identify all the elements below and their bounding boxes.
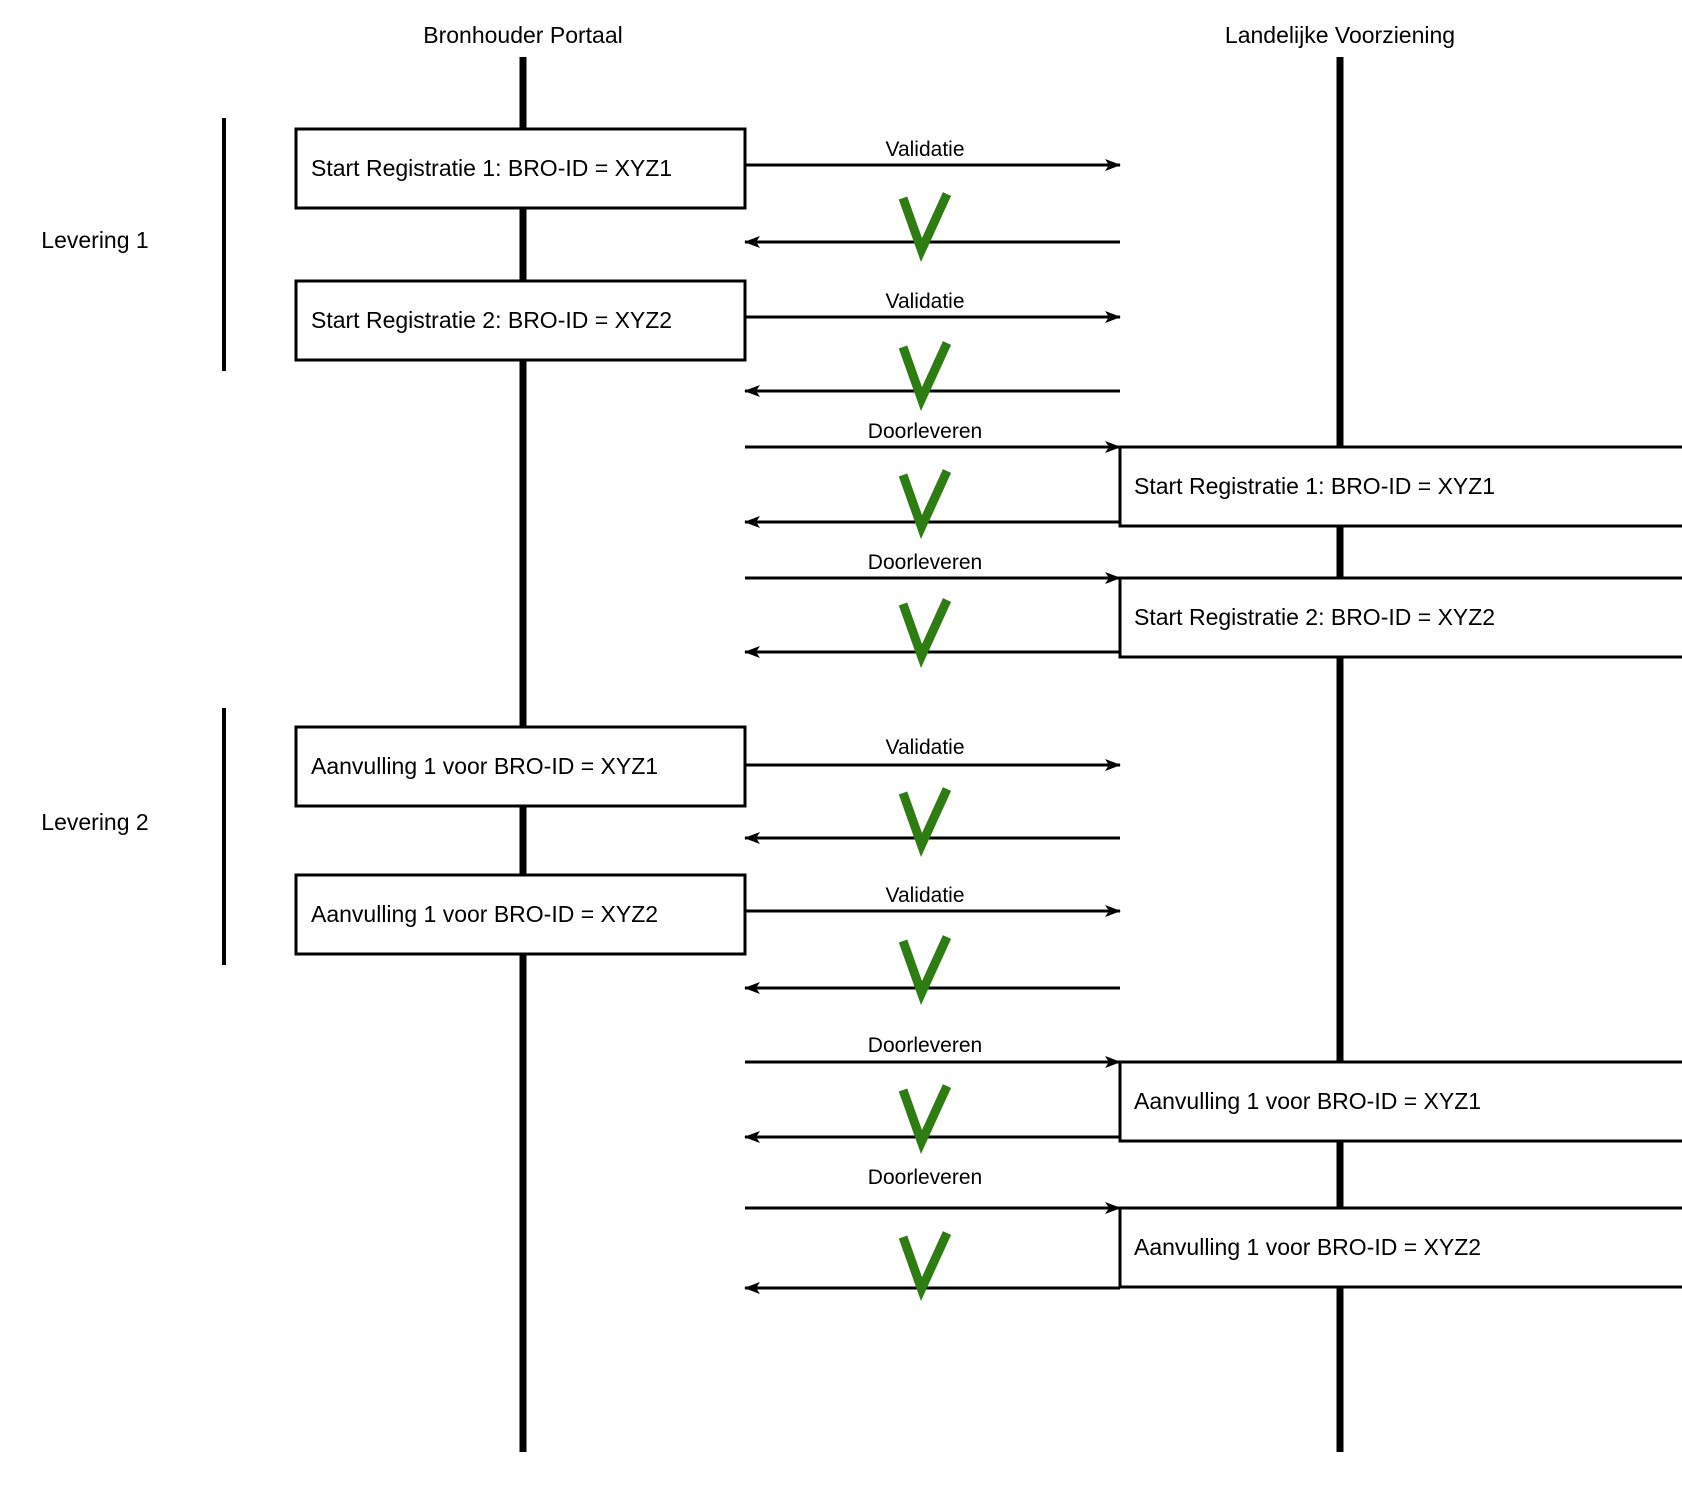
lane-title-bronhouder: Bronhouder Portaal: [423, 22, 622, 48]
group-brackets: Levering 1 Levering 2: [41, 118, 226, 965]
message-box-right-box-4[interactable]: Aanvulling 1 voor BRO-ID = XYZ2: [1118, 1206, 1682, 1289]
box-label: Start Registratie 1: BRO-ID = XYZ1: [1134, 473, 1495, 499]
validation-check-icon: [898, 935, 952, 1005]
box-label: Start Registratie 2: BRO-ID = XYZ2: [311, 307, 672, 333]
message-box-left-box-4[interactable]: Aanvulling 1 voor BRO-ID = XYZ2: [294, 873, 747, 956]
validation-check-icon: [898, 1084, 952, 1154]
message-box-left-box-2[interactable]: Start Registratie 2: BRO-ID = XYZ2: [294, 279, 747, 362]
message-box-right-box-1[interactable]: Start Registratie 1: BRO-ID = XYZ1: [1118, 445, 1682, 528]
box-label: Start Registratie 2: BRO-ID = XYZ2: [1134, 604, 1495, 630]
validation-check-icon: [898, 598, 952, 668]
box-outline: [1118, 445, 1682, 528]
validation-check-icon: [898, 1231, 952, 1301]
message-box-left-box-3[interactable]: Aanvulling 1 voor BRO-ID = XYZ1: [294, 725, 747, 808]
validation-check-icon: [898, 787, 952, 857]
message-label-msg-8-request: Doorleveren: [868, 1166, 982, 1189]
messages-layer: ValidatieValidatieDoorleverenDoorleveren…: [744, 138, 1121, 1294]
validation-check-icon: [898, 192, 952, 262]
message-label-msg-4-request: Doorleveren: [868, 551, 982, 574]
message-box-right-box-2[interactable]: Start Registratie 2: BRO-ID = XYZ2: [1118, 576, 1682, 659]
box-outline: [1118, 1206, 1682, 1289]
box-outline: [294, 725, 747, 808]
box-label: Aanvulling 1 voor BRO-ID = XYZ1: [311, 753, 658, 779]
box-label: Start Registratie 1: BRO-ID = XYZ1: [311, 155, 672, 181]
message-label-msg-6-request: Validatie: [886, 884, 965, 907]
box-outline: [294, 127, 747, 210]
box-label: Aanvulling 1 voor BRO-ID = XYZ1: [1134, 1088, 1481, 1114]
message-label-msg-1-request: Validatie: [886, 138, 965, 161]
box-outline: [1118, 1060, 1682, 1143]
group-label-levering-1: Levering 1: [41, 227, 148, 253]
lane-title-landelijke: Landelijke Voorziening: [1225, 22, 1455, 48]
validation-check-icon: [898, 469, 952, 539]
box-outline: [294, 279, 747, 362]
checkmarks-layer: [898, 192, 952, 1301]
message-boxes-layer: Start Registratie 1: BRO-ID = XYZ1Start …: [294, 127, 1682, 1289]
message-label-msg-2-request: Validatie: [886, 290, 965, 313]
group-label-levering-2: Levering 2: [41, 809, 148, 835]
lane-titles-group: Bronhouder Portaal Landelijke Voorziening: [423, 22, 1455, 48]
box-outline: [294, 873, 747, 956]
message-label-msg-5-request: Validatie: [886, 736, 965, 759]
box-outline: [1118, 576, 1682, 659]
validation-check-icon: [898, 341, 952, 411]
message-box-right-box-3[interactable]: Aanvulling 1 voor BRO-ID = XYZ1: [1118, 1060, 1682, 1143]
message-label-msg-7-request: Doorleveren: [868, 1034, 982, 1057]
message-box-left-box-1[interactable]: Start Registratie 1: BRO-ID = XYZ1: [294, 127, 747, 210]
box-label: Aanvulling 1 voor BRO-ID = XYZ2: [1134, 1234, 1481, 1260]
box-label: Aanvulling 1 voor BRO-ID = XYZ2: [311, 901, 658, 927]
message-label-msg-3-request: Doorleveren: [868, 420, 982, 443]
